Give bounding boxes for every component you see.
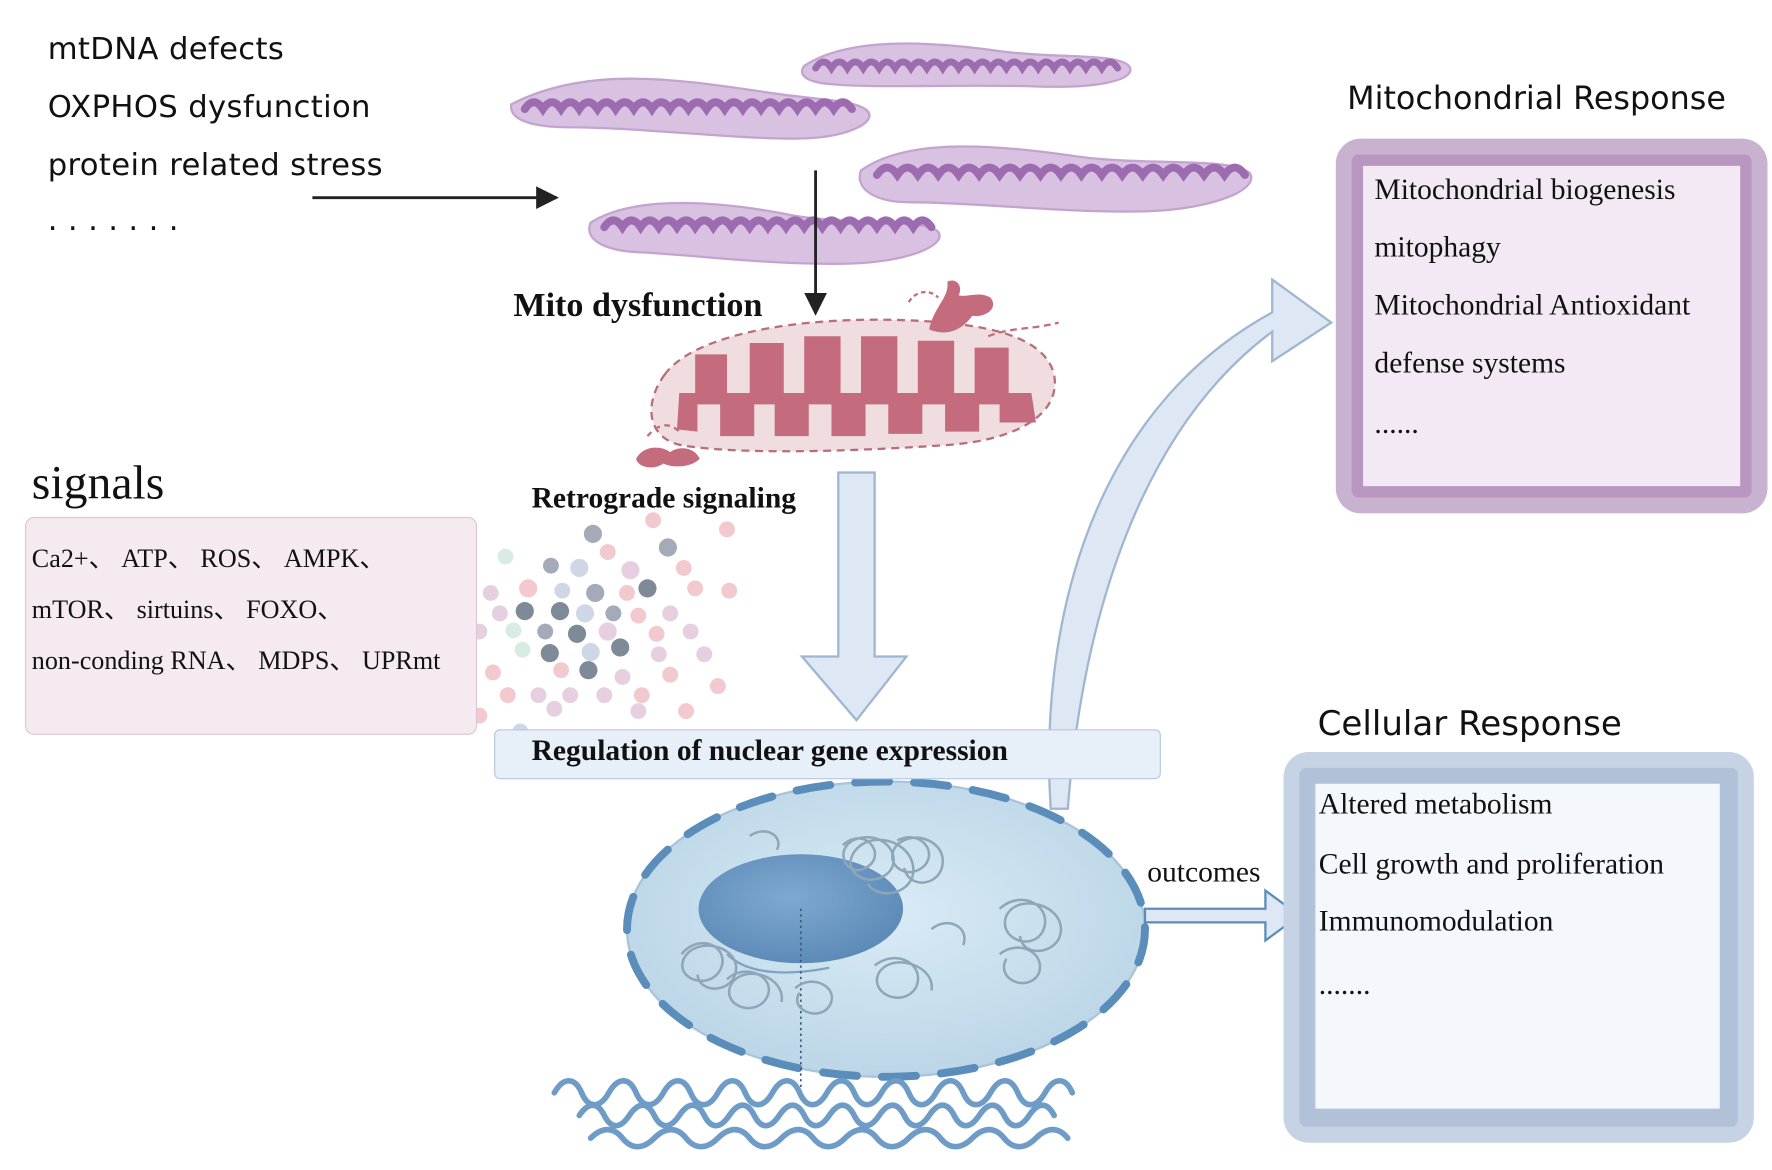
signals-box: Ca2+、 ATP、 ROS、 AMPK、 mTOR、 sirtuins、 FO… <box>24 516 478 735</box>
healthy-mitochondria <box>510 42 1253 265</box>
cause-ellipsis: · · · · · · · <box>47 211 179 247</box>
mitochondrion-4 <box>588 201 941 265</box>
curved-arrow-to-mito-response <box>1047 277 1334 810</box>
signals-line: non-conding RNA、 MDPS、 UPRmt <box>31 646 441 675</box>
mitochondrial-response-title: Mitochondrial Response <box>1347 79 1726 117</box>
mitochondrion-1 <box>510 77 871 140</box>
mito-response-item: Mitochondrial Antioxidant <box>1374 288 1691 322</box>
mito-response-ellipsis: ...... <box>1374 406 1419 440</box>
signals-title: signals <box>31 457 165 511</box>
cell <box>623 777 1149 1091</box>
cell-response-item: Altered metabolism <box>1318 787 1553 821</box>
regulation-label: Regulation of nuclear gene expression <box>531 733 1008 767</box>
cellular-response-panel <box>1315 783 1720 1109</box>
cause-item: OXPHOS dysfunction <box>47 89 371 125</box>
mitochondrion-3 <box>858 145 1253 213</box>
regulation-box <box>494 729 1161 780</box>
cell-response-ellipsis: ....... <box>1318 967 1371 1001</box>
chromatin <box>680 830 1063 1015</box>
cause-item: protein related stress <box>47 147 383 183</box>
damaged-mitochondrion <box>636 280 1059 468</box>
protein-strand <box>551 1078 1076 1150</box>
retrograde-signaling-label: Retrograde signaling <box>531 481 797 515</box>
signals-line: Ca2+、 ATP、 ROS、 AMPK、 <box>31 544 386 573</box>
down-arrow <box>799 471 909 722</box>
outcomes-arrow <box>1143 888 1302 943</box>
mitochondrion-2 <box>800 42 1132 88</box>
cell-response-item: Cell growth and proliferation <box>1318 847 1665 881</box>
cellular-response-title: Cellular Response <box>1317 704 1622 745</box>
mitochondrial-response-panel <box>1363 165 1741 487</box>
signals-line: mTOR、 sirtuins、 FOXO、 <box>31 595 344 624</box>
cause-item: mtDNA defects <box>47 31 285 68</box>
cell-response-item: Immunomodulation <box>1318 904 1554 938</box>
mito-response-item: mitophagy <box>1374 230 1501 264</box>
mito-dysfunction-label: Mito dysfunction <box>513 286 763 324</box>
mito-response-item: defense systems <box>1374 346 1566 380</box>
outcomes-label: outcomes <box>1147 855 1261 889</box>
mito-response-item: Mitochondrial biogenesis <box>1374 172 1676 206</box>
